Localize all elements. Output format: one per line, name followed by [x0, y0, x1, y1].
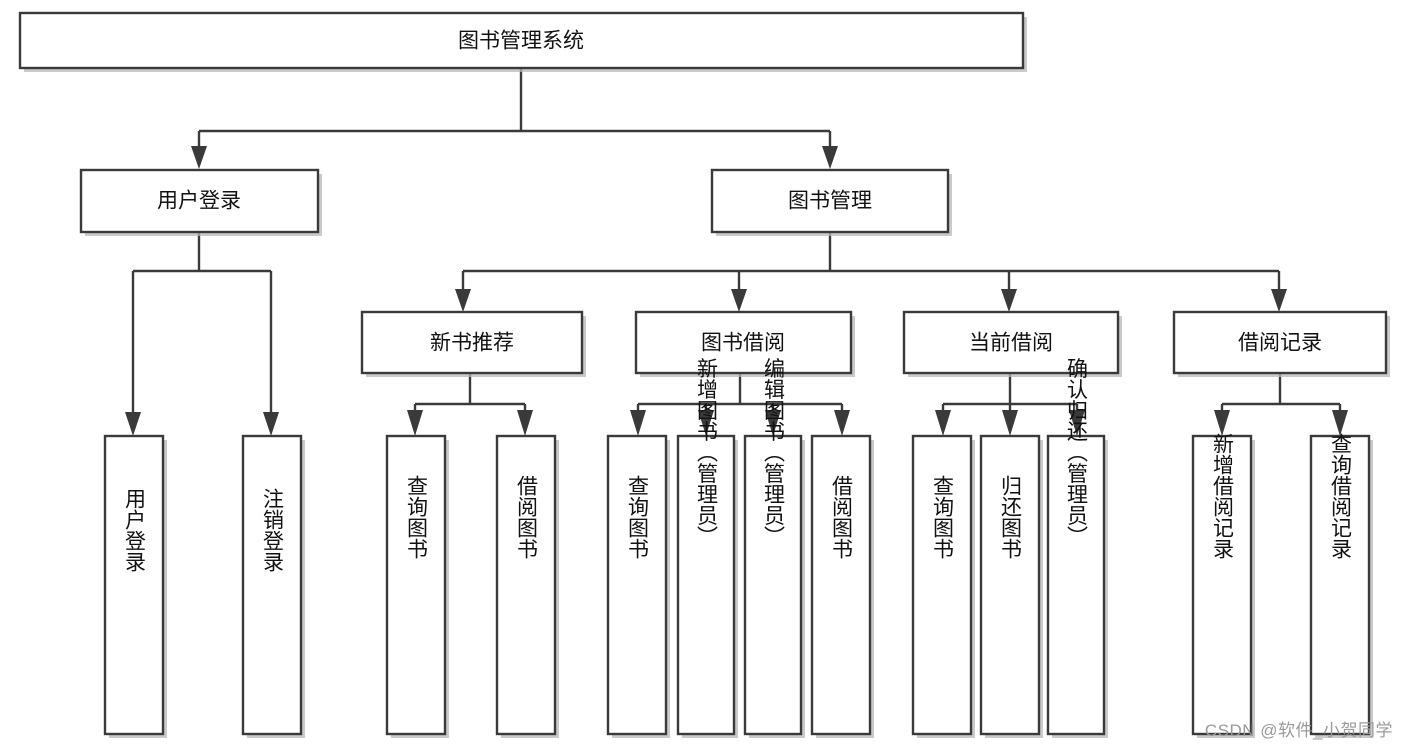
leaf-logout-box: [241, 434, 303, 736]
user-login-box: [79, 168, 320, 234]
leaf-add-book-box: [676, 434, 736, 736]
arrow-borrow-record: [1271, 289, 1287, 312]
arrow-leaf-query-record: [1332, 410, 1348, 436]
leaf-query-book-2-box: [606, 434, 668, 736]
node-leaf-logout[interactable]: 注销登录: [241, 434, 305, 738]
leaf-query-record-label: 查询借阅记录: [1329, 433, 1353, 559]
leaf-edit-book-label: 编辑图书（管理员）: [762, 358, 786, 547]
node-leaf-add-record[interactable]: 新增借阅记录: [1191, 433, 1255, 738]
arrow-leaf-query-book-2: [630, 410, 646, 436]
leaf-query-book-1-label: 查询图书: [405, 475, 429, 559]
node-new-book-rec[interactable]: 新书推荐: [360, 310, 586, 377]
leaf-confirm-return-label: 确认归还（管理员）: [1065, 358, 1089, 547]
node-user-login[interactable]: 用户登录: [79, 168, 322, 236]
book-borrow-box: [634, 310, 853, 375]
borrow-record-box: [1172, 310, 1388, 375]
leaf-add-record-label: 新增借阅记录: [1211, 433, 1235, 559]
leaf-logout-label: 注销登录: [261, 488, 285, 572]
node-leaf-query-book-1[interactable]: 查询图书: [385, 434, 449, 738]
node-leaf-return-book[interactable]: 归还图书: [979, 434, 1043, 738]
user-login-label: 用户登录: [157, 190, 241, 213]
leaf-borrow-book-1-label: 借阅图书: [515, 475, 539, 559]
arrow-leaf-logout: [263, 412, 279, 436]
arrow-leaf-edit-book: [765, 410, 781, 436]
node-root[interactable]: 图书管理系统: [18, 11, 1027, 72]
leaf-query-record-box: [1309, 434, 1371, 736]
arrow-leaf-add-book: [698, 410, 714, 436]
node-leaf-borrow-book-1[interactable]: 借阅图书: [495, 434, 559, 738]
arrow-leaf-borrow-book-1: [517, 410, 533, 436]
leaf-return-book-label: 归还图书: [999, 475, 1023, 559]
node-leaf-user-login[interactable]: 用户登录: [103, 434, 167, 738]
new-book-rec-box: [360, 310, 584, 375]
leaf-user-login-box: [103, 434, 165, 736]
node-leaf-borrow-book-2[interactable]: 借阅图书: [810, 434, 874, 738]
node-leaf-edit-book[interactable]: 编辑图书（管理员）: [743, 358, 805, 739]
book-manage-label: 图书管理: [788, 190, 872, 213]
arrow-current-borrow: [1001, 289, 1017, 312]
arrow-root-to-user-login: [191, 146, 207, 169]
node-borrow-record[interactable]: 借阅记录: [1172, 310, 1390, 377]
node-leaf-query-record[interactable]: 查询借阅记录: [1309, 433, 1373, 738]
current-borrow-box: [902, 310, 1120, 375]
arrow-new-book-rec: [455, 289, 471, 312]
leaf-return-book-box: [979, 434, 1041, 736]
current-borrow-label: 当前借阅: [969, 332, 1053, 355]
book-borrow-label: 图书借阅: [701, 332, 785, 355]
arrow-leaf-return-book: [1002, 410, 1018, 436]
leaf-query-book-3-label: 查询图书: [931, 475, 955, 559]
book-manage-box: [710, 168, 950, 234]
root-box: [18, 11, 1025, 70]
csdn-watermark: CSDN @软件_小贺同学: [1204, 721, 1393, 740]
node-current-borrow[interactable]: 当前借阅: [902, 310, 1122, 377]
leaf-add-record-box: [1191, 434, 1253, 736]
leaf-query-book-2-label: 查询图书: [626, 475, 650, 559]
leaf-query-book-1-box: [385, 434, 447, 736]
leaf-user-login-label: 用户登录: [123, 488, 147, 572]
leaf-confirm-return-box: [1046, 434, 1106, 736]
leaf-borrow-book-2-box: [810, 434, 872, 736]
borrow-record-label: 借阅记录: [1238, 332, 1322, 355]
arrow-leaf-user-login: [125, 412, 141, 436]
node-leaf-query-book-3[interactable]: 查询图书: [911, 434, 975, 738]
node-leaf-query-book-2[interactable]: 查询图书: [606, 434, 670, 738]
leaf-edit-book-box: [743, 434, 803, 736]
leaf-query-book-3-box: [911, 434, 973, 736]
root-label: 图书管理系统: [458, 30, 584, 53]
arrow-root-to-book-manage: [822, 146, 838, 169]
node-book-borrow[interactable]: 图书借阅: [634, 310, 855, 377]
new-book-rec-label: 新书推荐: [430, 332, 514, 355]
node-book-manage[interactable]: 图书管理: [710, 168, 952, 236]
leaf-add-book-label: 新增图书（管理员）: [695, 358, 719, 547]
arrow-leaf-query-book-3: [935, 410, 951, 436]
arrow-book-borrow: [731, 289, 747, 312]
arrow-leaf-borrow-book-2: [834, 410, 850, 436]
arrow-leaf-confirm-return: [1069, 410, 1085, 436]
arrow-leaf-query-book-1: [407, 410, 423, 436]
leaf-borrow-book-1-box: [495, 434, 557, 736]
leaf-borrow-book-2-label: 借阅图书: [830, 475, 854, 559]
edges-layer: [125, 68, 1348, 436]
node-leaf-confirm-return[interactable]: 确认归还（管理员）: [1046, 358, 1108, 739]
arrow-leaf-add-record: [1214, 410, 1230, 436]
node-leaf-add-book[interactable]: 新增图书（管理员）: [676, 358, 738, 739]
